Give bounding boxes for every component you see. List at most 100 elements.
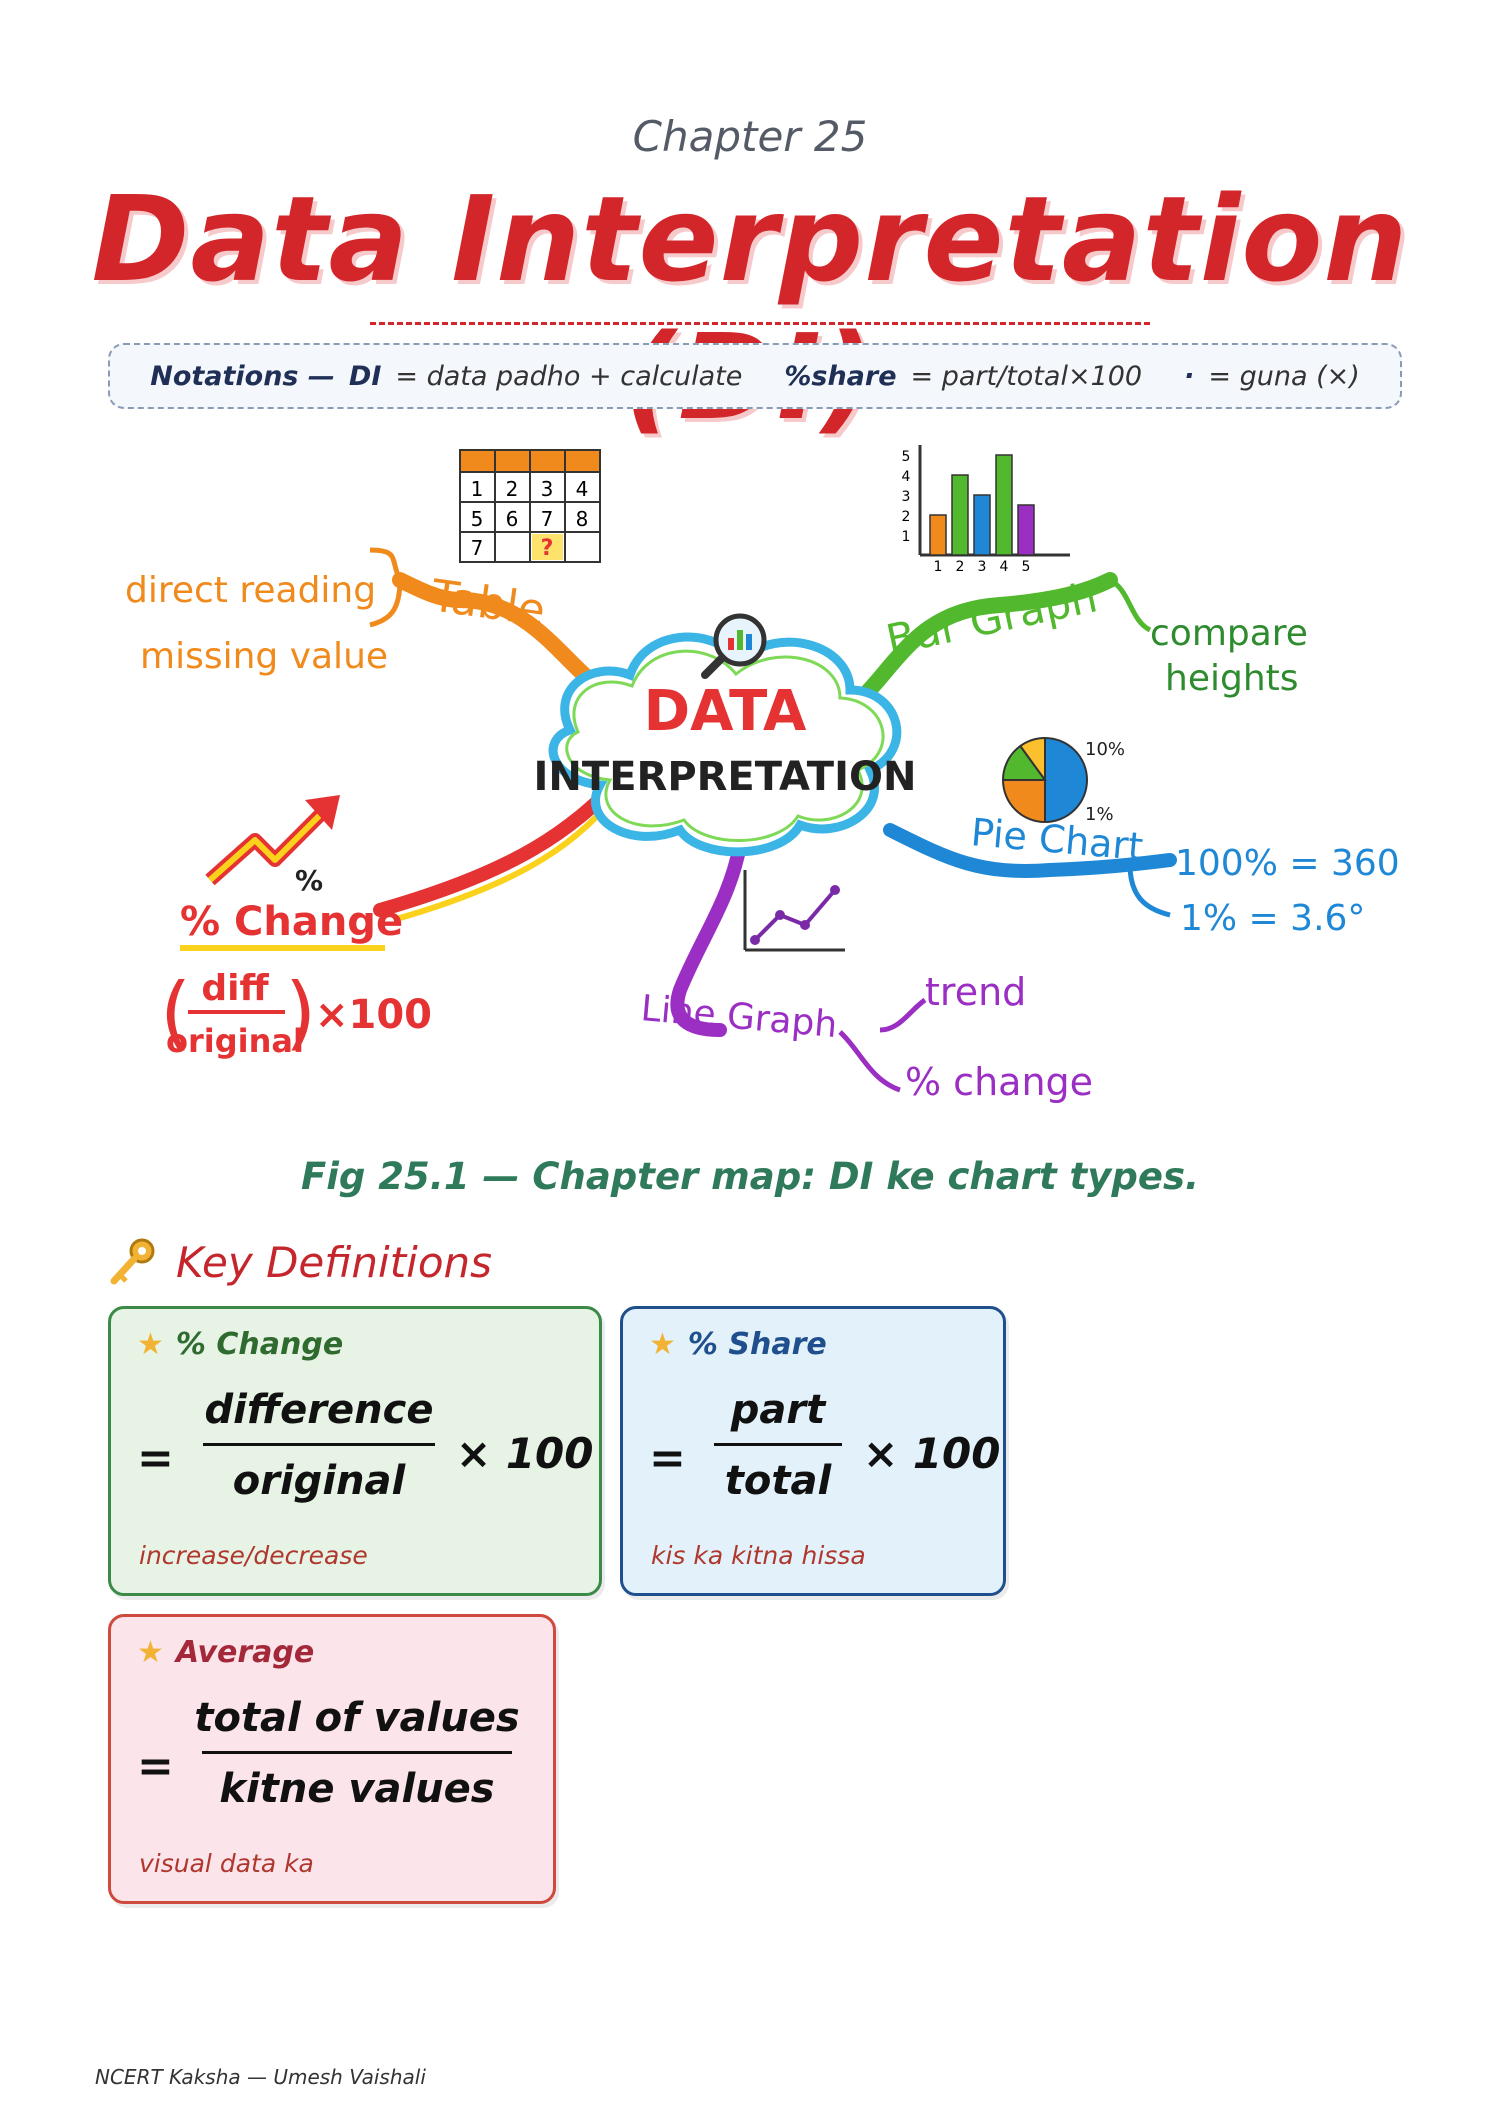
card-header: ★ Average bbox=[137, 1635, 314, 1670]
table-icon: 1 2 3 4 5 6 7 8 7 ? bbox=[459, 449, 601, 563]
fraction-denominator: kitne values bbox=[219, 1766, 495, 1812]
notation-key-dot: · bbox=[1184, 360, 1195, 392]
leaf-direct-reading: direct reading bbox=[125, 570, 376, 611]
svg-text:(: ( bbox=[160, 966, 191, 1059]
branch-line-graph-line bbox=[670, 838, 747, 1037]
bar-icon-y-tick: 1 bbox=[902, 529, 911, 545]
branch-table-leaf-2 bbox=[369, 579, 403, 628]
definition-card-change: ★ % Change = difference original × 100 i… bbox=[108, 1306, 602, 1596]
pie-label-1: 1% bbox=[1085, 804, 1114, 825]
equals-sign: = bbox=[137, 1741, 174, 1792]
fraction-bar bbox=[203, 1443, 435, 1446]
key-icon bbox=[110, 1238, 155, 1285]
equals-sign: = bbox=[137, 1433, 174, 1484]
svg-text:7: 7 bbox=[541, 507, 554, 531]
branch-label-line-graph: Line Graph bbox=[639, 988, 839, 1046]
title-underline bbox=[370, 322, 1150, 325]
card-note: kis ka kitna hissa bbox=[651, 1541, 866, 1570]
pie-icon-slice bbox=[1018, 736, 1046, 784]
center-title-bottom: INTERPRETATION bbox=[534, 754, 917, 800]
star-icon: ★ bbox=[137, 1327, 164, 1362]
card-title: % Change bbox=[175, 1327, 344, 1362]
svg-text:3: 3 bbox=[541, 477, 554, 501]
branch-bar-line bbox=[852, 572, 1118, 708]
bar-icon-y-tick: 2 bbox=[902, 509, 911, 525]
line-graph-icon bbox=[743, 870, 845, 952]
equals-sign: = bbox=[649, 1433, 686, 1484]
card-header: ★ % Share bbox=[649, 1327, 827, 1362]
trend-arrow-icon bbox=[205, 795, 340, 886]
svg-text:5: 5 bbox=[471, 507, 484, 531]
notation-key-di: DI bbox=[348, 360, 382, 392]
branch-label-bar-graph: Bar Graph bbox=[882, 572, 1102, 664]
branch-table-leaf-1 bbox=[369, 547, 403, 582]
pie-chart-icon bbox=[1001, 736, 1088, 824]
star-icon: ★ bbox=[137, 1635, 164, 1670]
definition-card-average: ★ Average = total of values kitne values… bbox=[108, 1614, 556, 1904]
chapter-label: Chapter 25 bbox=[632, 112, 868, 161]
fraction-bar bbox=[202, 1751, 512, 1754]
leaf-1-3-6: 1% = 3.6° bbox=[1180, 898, 1365, 939]
bar-icon-bar bbox=[951, 474, 969, 556]
card-note: visual data ka bbox=[139, 1849, 314, 1878]
footer-credit: NCERT Kaksha — Umesh Vaishali bbox=[95, 2065, 426, 2089]
branch-bar-leaf bbox=[1108, 577, 1152, 633]
notations-box: Notations — DI = data padho + calculate … bbox=[108, 343, 1402, 409]
card-title: % Share bbox=[687, 1327, 827, 1362]
fraction-bar bbox=[714, 1443, 842, 1446]
bar-icon-bar bbox=[973, 494, 991, 556]
key-definitions-title: Key Definitions bbox=[176, 1237, 493, 1287]
bar-icon-y-tick: 4 bbox=[902, 469, 911, 485]
leaf-heights: heights bbox=[1165, 658, 1299, 699]
bar-icon-x-tick: 5 bbox=[1022, 559, 1031, 575]
bar-icon-bar bbox=[1017, 504, 1035, 556]
formula-original: original bbox=[166, 1022, 304, 1060]
notation-value-share: = part/total×100 bbox=[910, 360, 1143, 392]
formula-diff: diff bbox=[201, 968, 269, 1009]
branch-label-pct-change: % Change bbox=[180, 899, 403, 945]
svg-text:6: 6 bbox=[506, 507, 519, 531]
branch-line-graph-leaf-1 bbox=[879, 997, 927, 1033]
formula-times-100: ×100 bbox=[315, 992, 432, 1038]
bar-icon-x-tick: 1 bbox=[934, 559, 943, 575]
fraction: difference original bbox=[203, 1387, 435, 1504]
fraction-denominator: original bbox=[232, 1458, 406, 1504]
center-title-top: DATA bbox=[644, 679, 807, 744]
star-icon: ★ bbox=[649, 1327, 676, 1362]
svg-text:4: 4 bbox=[576, 477, 589, 501]
svg-text:?: ? bbox=[541, 536, 554, 561]
fraction: part total bbox=[713, 1387, 843, 1504]
pie-icon-slice bbox=[1044, 736, 1088, 824]
bar-icon-bar bbox=[929, 514, 947, 556]
fraction-denominator: total bbox=[724, 1458, 832, 1504]
times-100: × 100 bbox=[863, 1429, 1001, 1478]
leaf-trend: trend bbox=[925, 970, 1026, 1014]
card-title: Average bbox=[175, 1635, 315, 1670]
leaf-pct-change: % change bbox=[905, 1060, 1093, 1104]
bar-icon-y-tick: 3 bbox=[902, 489, 911, 505]
leaf-100-360: 100% = 360° bbox=[1175, 843, 1400, 884]
svg-text:1: 1 bbox=[471, 477, 484, 501]
fraction-numerator: total of values bbox=[194, 1695, 520, 1741]
branch-pie-line bbox=[883, 823, 1177, 878]
bar-icon-x-tick: 3 bbox=[978, 559, 987, 575]
definition-card-share: ★ % Share = part total × 100 kis ka kitn… bbox=[620, 1306, 1006, 1596]
center-cloud: DATA INTERPRETATION bbox=[534, 632, 917, 857]
fraction: total of values kitne values bbox=[194, 1695, 520, 1812]
bar-icon-x-tick: 4 bbox=[1000, 559, 1009, 575]
notation-value-di: = data padho + calculate bbox=[395, 360, 743, 392]
times-100: × 100 bbox=[456, 1429, 594, 1478]
bar-icon-x-tick: 2 bbox=[956, 559, 965, 575]
notations-label: Notations — bbox=[150, 360, 335, 392]
branch-label-table: Table bbox=[427, 570, 548, 636]
card-note: increase/decrease bbox=[139, 1541, 368, 1570]
branch-line-graph-leaf-2 bbox=[838, 1030, 901, 1093]
percent-icon: % bbox=[295, 864, 323, 897]
branch-pie-leaf bbox=[1127, 864, 1171, 918]
bar-icon-bar bbox=[995, 454, 1013, 556]
bar-icon-y-tick: 5 bbox=[902, 449, 911, 465]
svg-text:2: 2 bbox=[506, 477, 519, 501]
svg-text:8: 8 bbox=[576, 507, 589, 531]
svg-text:): ) bbox=[285, 966, 316, 1059]
